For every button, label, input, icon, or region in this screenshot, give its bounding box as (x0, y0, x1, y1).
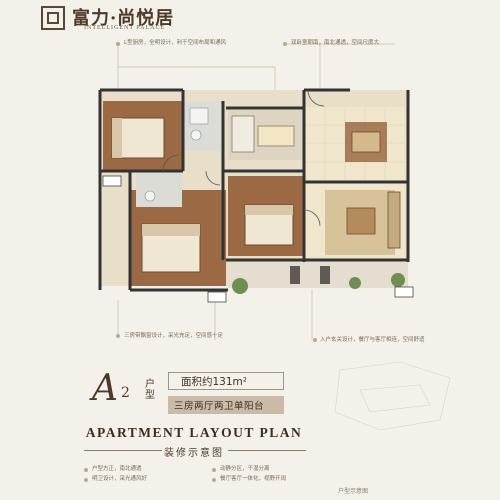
divider-left (84, 450, 162, 451)
layout-label: 三房两厅两卫单阳台 (168, 396, 284, 414)
brand-logo (41, 6, 65, 30)
brand-tagline: INTELLIGENT PALACE (84, 25, 166, 31)
divider-right (228, 450, 306, 451)
area-label: 面积约131m² (168, 372, 284, 390)
unit-number: 2 (121, 385, 130, 401)
bullet-icon (212, 468, 216, 472)
caption-bottom-4: 餐厅客厅一体化，视野开阔 (220, 476, 287, 482)
caption-mid-right: 入户玄关设计，餐厅与客厅相连，空间舒适 (320, 337, 425, 343)
bullet-icon (84, 478, 88, 482)
brand-name: 富力·尚悦居 (72, 8, 175, 29)
caption-bottom-2: 动静分区，干湿分离 (220, 466, 270, 472)
plan-subtitle: 装修示意图 (164, 448, 224, 459)
caption-top-right: 双卧室朝南，南北通透，空间尺度大 (291, 40, 380, 46)
caption-bottom-1: 户型方正，南北通透 (92, 466, 142, 472)
footer-tag: 户型示意图 (338, 488, 369, 495)
caption-mid-left: 三房带飘窗设计，采光充足，空间感十足 (124, 333, 224, 339)
unit-letter: A (92, 368, 118, 409)
plan-title: APARTMENT LAYOUT PLAN (85, 425, 303, 440)
bullet-icon (212, 478, 216, 482)
unit-type-label: 户型 (145, 379, 155, 401)
caption-bottom-3: 明卫设计，采光通风好 (92, 476, 148, 482)
bullet-icon (84, 468, 88, 472)
caption-top-left: L型厨房，全明设计，利于空间布局和通风 (124, 40, 227, 46)
